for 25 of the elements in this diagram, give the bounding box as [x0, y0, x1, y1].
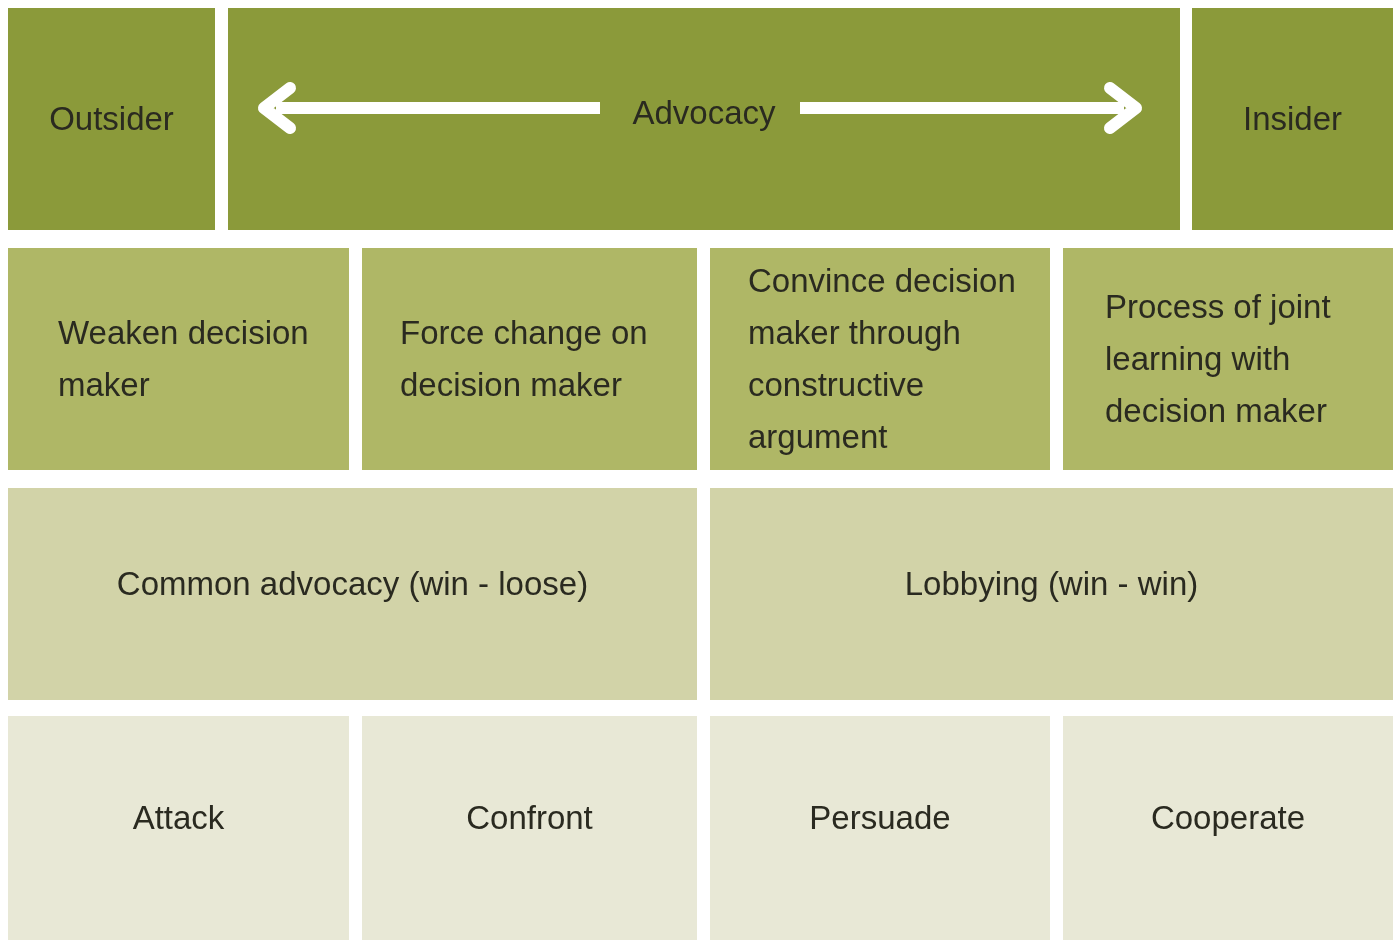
box-label: Weaken decision maker [58, 313, 310, 405]
box-label: Confront [465, 798, 594, 838]
category-box [8, 8, 215, 230]
category-box [362, 248, 697, 470]
category-box [228, 8, 1180, 230]
box-label: Cooperate [1149, 798, 1307, 838]
category-box [8, 716, 349, 940]
category-box [1063, 248, 1393, 470]
category-box [362, 716, 697, 940]
category-box [710, 716, 1050, 940]
box-label: Lobbying (win - win) [903, 564, 1200, 604]
box-label: Outsider [48, 99, 175, 139]
category-box [1063, 716, 1393, 940]
box-label: Process of joint learning with decision maker [1105, 287, 1332, 431]
box-label: Common advocacy (win - loose) [115, 564, 590, 604]
category-box [1192, 8, 1393, 230]
category-box [8, 488, 697, 700]
category-box [710, 488, 1393, 700]
box-label: Insider [1241, 99, 1344, 139]
category-box [8, 248, 349, 470]
box-label: Convince decision maker through constructive argument [748, 261, 1017, 457]
box-label: Attack [131, 798, 226, 838]
box-label: Force change on decision maker [400, 313, 649, 405]
category-box [710, 248, 1050, 470]
box-label: Persuade [808, 798, 952, 838]
